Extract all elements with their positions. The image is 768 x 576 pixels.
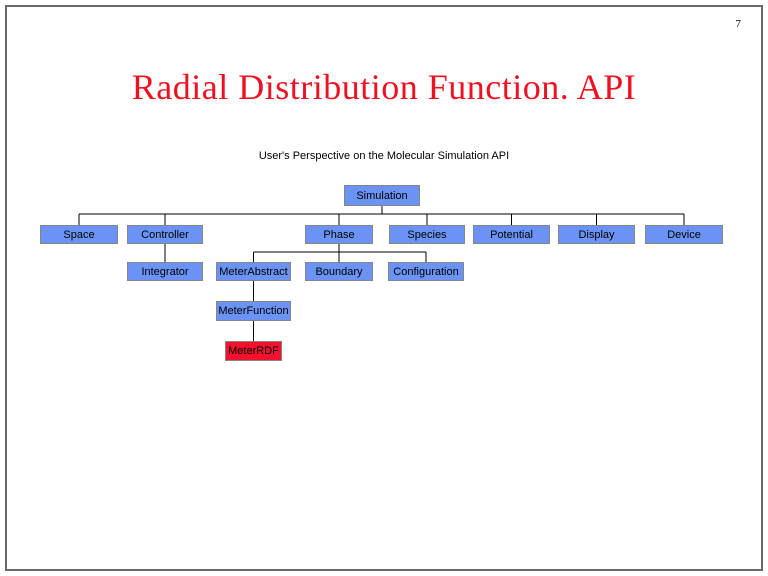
page-number: 7 (735, 18, 742, 30)
slide-subtitle: User's Perspective on the Molecular Simu… (258, 150, 510, 162)
node-integrator: Integrator (127, 262, 203, 281)
node-device: Device (645, 225, 723, 244)
node-meterabstract: MeterAbstract (216, 262, 291, 281)
node-display: Display (558, 225, 635, 244)
node-controller: Controller (127, 225, 203, 244)
node-potential: Potential (473, 225, 550, 244)
node-boundary: Boundary (305, 262, 373, 281)
node-phase: Phase (305, 225, 373, 244)
slide-title: Radial Distribution Function. API (131, 67, 637, 107)
node-configuration: Configuration (388, 262, 464, 281)
node-space: Space (40, 225, 118, 244)
node-meterrdf: MeterRDF (225, 341, 282, 361)
node-simulation: Simulation (344, 185, 420, 206)
slide-border (5, 5, 763, 571)
node-species: Species (389, 225, 465, 244)
node-meterfunction: MeterFunction (216, 301, 291, 321)
